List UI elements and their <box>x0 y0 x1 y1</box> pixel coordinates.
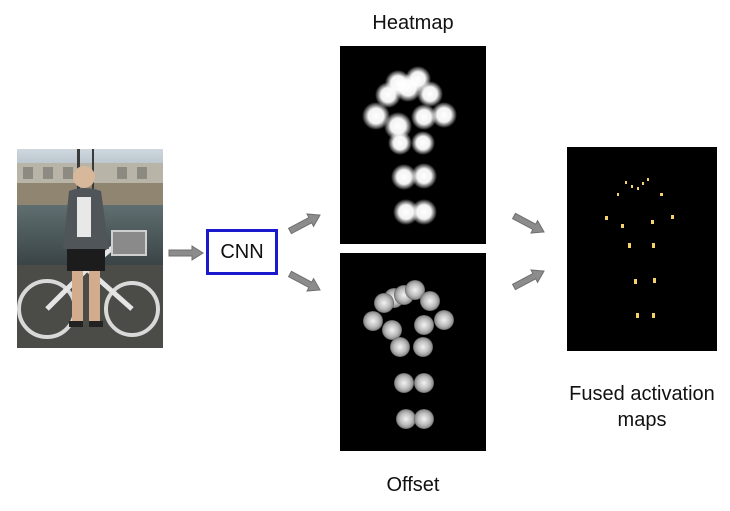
fused-title-line1: Fused activation <box>569 383 715 405</box>
fused-title: Fused activation maps <box>550 381 730 433</box>
offset-title: Offset <box>386 474 440 496</box>
cnn-block: CNN <box>206 229 278 275</box>
right-arrow-icon <box>287 270 321 292</box>
heatmap-blobs <box>362 66 457 225</box>
fused-panel <box>567 147 717 351</box>
right-arrow-icon <box>511 212 545 234</box>
heatmap-title: Heatmap <box>372 12 454 34</box>
right-arrow-icon <box>511 269 545 291</box>
fused-keypoints <box>605 178 674 318</box>
arrow-offset-to-fused <box>511 269 545 291</box>
arrow-photo-to-cnn <box>168 245 204 261</box>
offset-panel <box>340 253 486 451</box>
arrow-heatmap-to-fused <box>511 212 545 234</box>
input-photo <box>17 149 163 348</box>
arrow-cnn-to-heatmap <box>287 213 321 235</box>
right-arrow-icon <box>287 213 321 235</box>
input-photo-illustration <box>17 149 163 348</box>
arrow-cnn-to-offset <box>287 270 321 292</box>
right-arrow-icon <box>168 245 204 261</box>
fused-title-line2: maps <box>617 409 667 431</box>
cnn-label: CNN <box>220 240 264 263</box>
offset-discs <box>363 280 454 429</box>
heatmap-panel <box>340 46 486 244</box>
